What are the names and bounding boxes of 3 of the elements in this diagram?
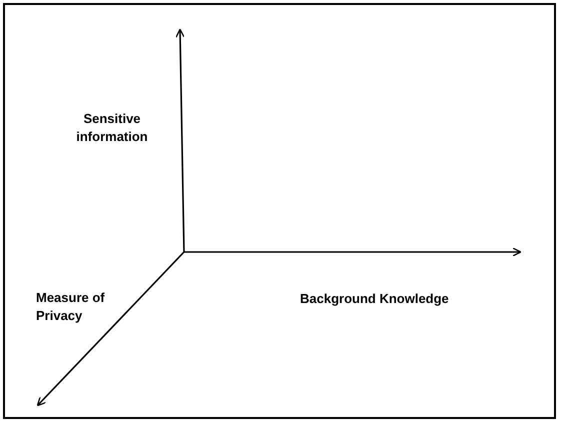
axis-label: Sensitive information <box>75 110 149 146</box>
axis-label: Measure of Privacy <box>36 289 106 326</box>
axis-label: Background Knowledge <box>300 290 450 308</box>
